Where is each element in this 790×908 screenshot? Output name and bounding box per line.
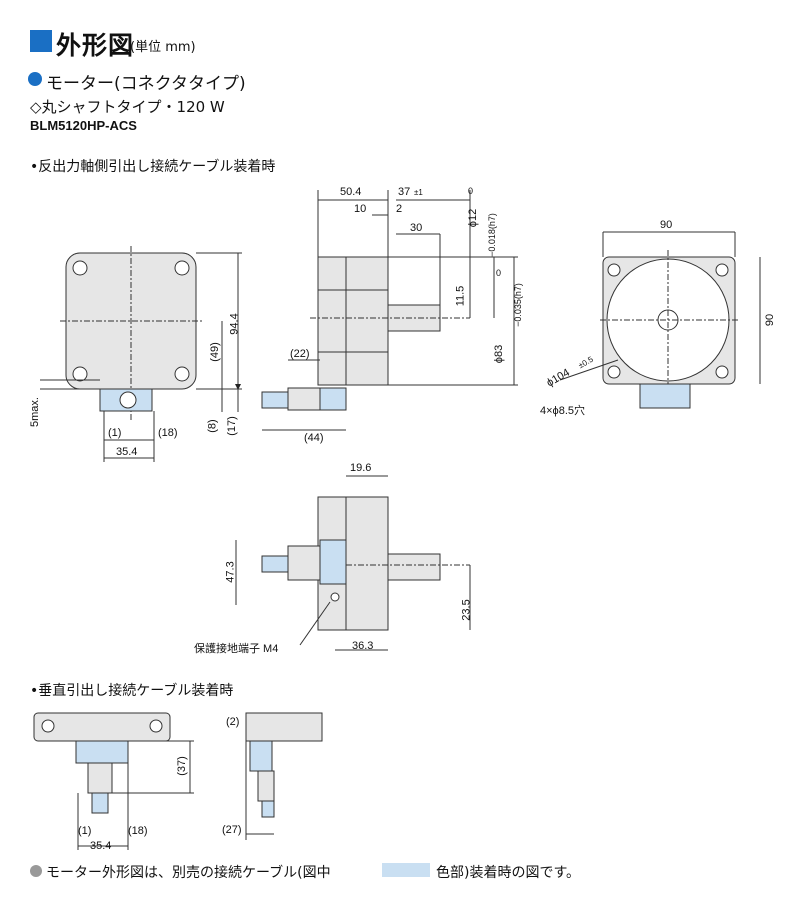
- ground-terminal-label: 保護接地端子 M4: [194, 643, 279, 655]
- page-title: 外形図: [56, 31, 135, 60]
- dim-phi12-tolerance: −0.018(h7): [486, 213, 497, 257]
- dim-10: 10: [354, 203, 367, 215]
- footer-bullet-icon: [30, 865, 42, 877]
- motor-side-view: [317, 256, 389, 386]
- dim-holes: 4×ϕ8.5穴: [540, 405, 585, 417]
- dim-18-front: (18): [158, 427, 178, 439]
- model-number: BLM5120HP-ACS: [30, 118, 137, 133]
- dim-36-3: 36.3: [352, 640, 374, 652]
- dim-1-vertical: (1): [78, 825, 92, 837]
- dim-94-4: 94.4: [228, 313, 241, 335]
- dim-22: (22): [290, 348, 310, 360]
- cable-color-swatch: [382, 863, 430, 877]
- dim-phi12: ϕ12: [467, 208, 480, 228]
- section-title-vertical: •垂直引出し接続ケーブル装着時: [30, 683, 234, 699]
- dim-2: 2: [396, 203, 403, 215]
- title-square-icon: [30, 30, 52, 52]
- dim-phi83: ϕ83: [493, 344, 506, 364]
- dim-35-4-front: 35.4: [116, 446, 138, 458]
- product-variant: ◇丸シャフトタイプ・120 W: [30, 98, 225, 116]
- dim-47-3: 47.3: [224, 561, 237, 583]
- dim-35-4-vertical: 35.4: [90, 840, 112, 852]
- dim-19-6: 19.6: [350, 462, 372, 474]
- dim-2-vertical: (2): [226, 716, 240, 728]
- dim-27: (27): [222, 824, 242, 836]
- dim-phi83-tolerance: −0.035(h7): [512, 283, 523, 327]
- footer-note-2: 色部)装着時の図です。: [436, 865, 581, 881]
- dim-11-5: 11.5: [454, 285, 467, 307]
- unit-label: (単位 mm): [130, 40, 196, 55]
- dim-30: 30: [410, 222, 423, 234]
- dim-1-front: (1): [108, 427, 122, 439]
- dim-5max: 5max.: [28, 397, 41, 427]
- dim-37: 37: [398, 186, 411, 198]
- dim-50-4: 50.4: [340, 186, 362, 198]
- dim-phi12-upper: 0: [468, 186, 474, 196]
- dim-44: (44): [304, 432, 324, 444]
- dim-37-vertical: (37): [175, 756, 188, 776]
- dim-90-width: 90: [660, 219, 673, 231]
- dim-90-height: 90: [764, 313, 777, 327]
- dim-23-5: 23.5: [460, 599, 473, 621]
- cable-side: [261, 391, 289, 409]
- footer-note: モーター外形図は、別売の接続ケーブル(図中: [46, 865, 331, 881]
- dim-phi83-upper: 0: [496, 268, 502, 278]
- dim-37-tolerance: ±1: [414, 188, 423, 197]
- product-type: モーター(コネクタタイプ): [46, 74, 246, 94]
- bullet-circle-icon: [28, 72, 42, 86]
- section-title-side: •反出力軸側引出し接続ケーブル装着時: [30, 159, 276, 175]
- dim-8: (8): [206, 419, 219, 433]
- dim-17: (17): [225, 416, 238, 436]
- dim-18-vertical: (18): [128, 825, 148, 837]
- dim-49: (49): [208, 342, 221, 362]
